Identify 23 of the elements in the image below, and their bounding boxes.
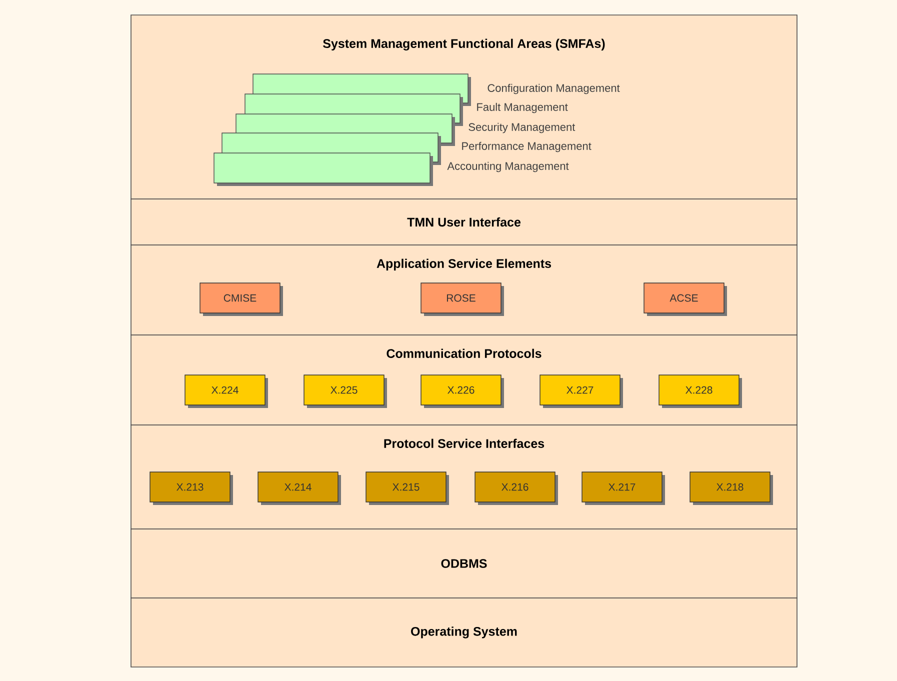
element-box: ROSE	[420, 282, 504, 316]
element-box: X.216	[474, 472, 558, 505]
element-box: X.226	[420, 374, 504, 408]
function-card	[214, 152, 433, 186]
layer-band: TMN User Interface	[130, 198, 798, 246]
area-label: Security Management	[468, 122, 576, 134]
area-label: Configuration Management	[488, 84, 620, 94]
element-box: X.215	[366, 472, 449, 505]
area-label: Performance Management	[462, 142, 592, 152]
layer-band: ODBMS	[130, 528, 798, 598]
area-label: Accounting Management	[447, 162, 569, 172]
element-box: X.214	[258, 472, 341, 505]
element-box: X.224	[184, 374, 268, 408]
element-box: X.217	[582, 472, 665, 505]
element-box: X.227	[540, 374, 623, 408]
element-box: X.213	[150, 472, 233, 505]
element-box: CMISE	[200, 282, 283, 316]
area-label: Fault Management	[477, 102, 568, 114]
element-box: X.228	[658, 374, 742, 408]
layer-band: Operating System	[130, 598, 798, 668]
element-box: ACSE	[644, 282, 727, 316]
element-box: X.218	[690, 472, 773, 505]
element-box: X.225	[304, 374, 387, 408]
